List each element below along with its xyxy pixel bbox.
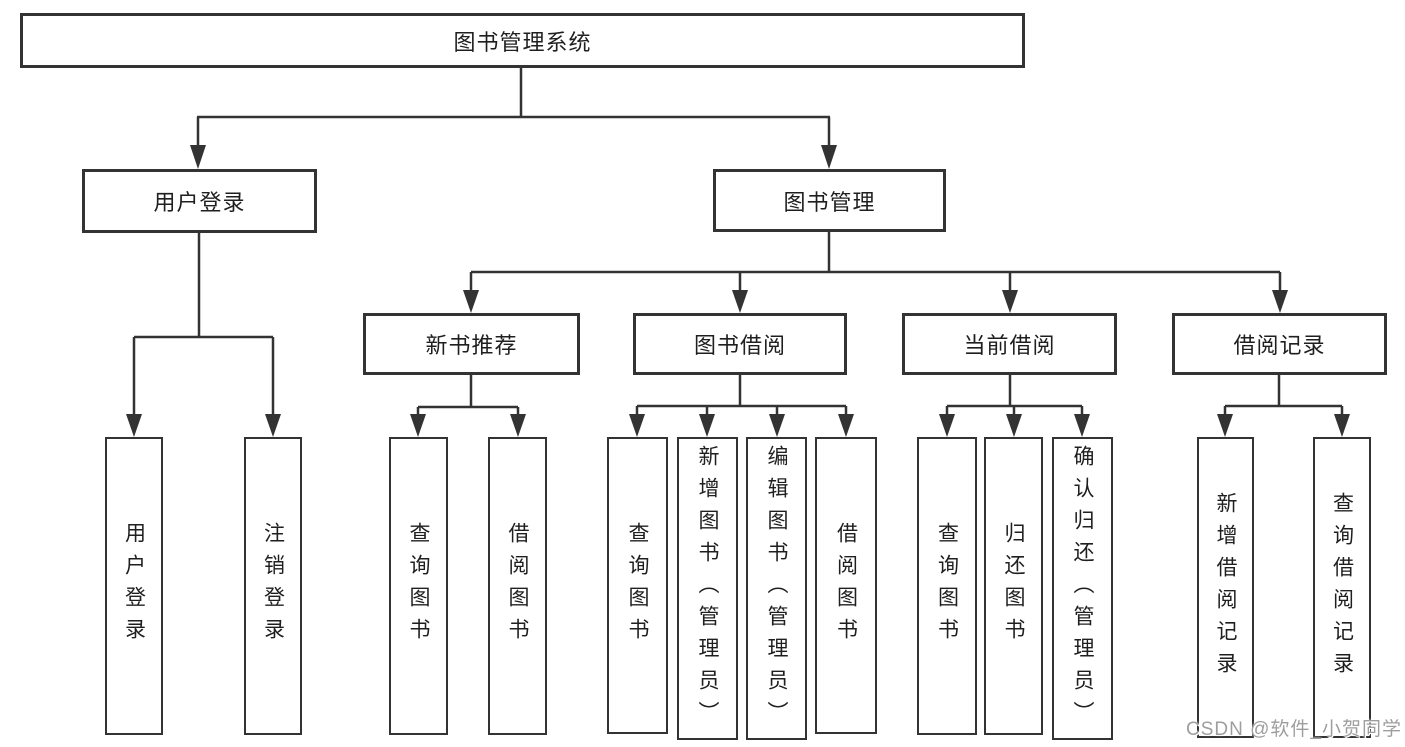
leaf-query-borrow-record: 查询借阅记录 [1313, 437, 1371, 738]
leaf-user-login: 用户登录 [105, 437, 163, 735]
node-current-borrowing: 当前借阅 [902, 313, 1117, 375]
node-user-login: 用户登录 [82, 169, 317, 233]
node-book-borrowing-label: 图书借阅 [693, 333, 786, 358]
leaf-add-books-admin: 新增图书（管理员） [677, 437, 738, 740]
leaf-borrow-books-recommend-label: 借阅图书 [506, 522, 529, 650]
leaf-borrow-books-label: 借阅图书 [834, 521, 858, 650]
leaf-logout-label: 注销登录 [261, 522, 285, 650]
leaf-return-books: 归还图书 [984, 437, 1043, 735]
leaf-add-books-admin-label: 新增图书（管理员） [696, 444, 719, 733]
node-borrowing-records-label: 借阅记录 [1233, 333, 1326, 358]
leaf-query-books-borrowing-label: 查询图书 [626, 521, 649, 650]
leaf-query-books-borrowing: 查询图书 [607, 437, 668, 734]
leaf-query-books-current-label: 查询图书 [935, 522, 959, 650]
leaf-return-books-label: 归还图书 [1002, 522, 1025, 650]
leaf-query-books-recommend: 查询图书 [389, 437, 448, 735]
leaf-query-borrow-record-label: 查询借阅记录 [1330, 491, 1354, 684]
node-book-borrowing: 图书借阅 [633, 313, 847, 375]
node-book-management-label: 图书管理 [783, 189, 876, 215]
leaf-user-login-label: 用户登录 [122, 522, 146, 650]
node-borrowing-records: 借阅记录 [1172, 313, 1387, 375]
leaf-borrow-books: 借阅图书 [815, 437, 877, 734]
node-new-book-recommend: 新书推荐 [363, 313, 580, 375]
node-library-system-label: 图书管理系统 [453, 29, 592, 55]
leaf-query-books-current: 查询图书 [917, 437, 977, 735]
leaf-edit-books-admin-label: 编辑图书（管理员） [765, 444, 788, 733]
leaf-add-borrow-record-label: 新增借阅记录 [1214, 491, 1237, 684]
leaf-query-books-recommend-label: 查询图书 [407, 522, 430, 650]
leaf-confirm-return-admin: 确认归还（管理员） [1052, 437, 1113, 740]
leaf-edit-books-admin: 编辑图书（管理员） [746, 437, 807, 740]
node-user-login-label: 用户登录 [153, 190, 246, 215]
node-new-book-recommend-label: 新书推荐 [425, 333, 518, 358]
leaf-add-borrow-record: 新增借阅记录 [1197, 437, 1254, 738]
node-library-system: 图书管理系统 [20, 13, 1025, 68]
leaf-logout: 注销登录 [244, 437, 302, 735]
node-book-management: 图书管理 [713, 169, 946, 232]
leaf-borrow-books-recommend: 借阅图书 [488, 437, 547, 735]
csdn-watermark: CSDN @软件_小贺同学 [1186, 719, 1402, 740]
arrowhead-icons [126, 145, 1350, 437]
leaf-confirm-return-admin-label: 确认归还（管理员） [1071, 444, 1094, 733]
node-current-borrowing-label: 当前借阅 [963, 333, 1056, 358]
